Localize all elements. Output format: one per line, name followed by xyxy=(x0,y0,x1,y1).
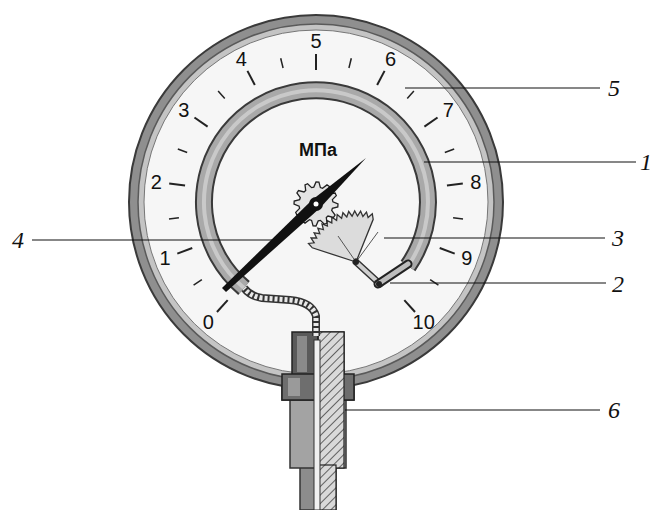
scale-number: 0 xyxy=(203,312,214,332)
scale-tick xyxy=(178,149,187,153)
scale-tick xyxy=(377,71,384,85)
scale-number: 10 xyxy=(413,312,435,332)
scale-tick xyxy=(404,300,415,312)
bourdon-tube xyxy=(204,90,428,336)
scale-number: 9 xyxy=(461,248,472,268)
callout-number: 5 xyxy=(608,76,620,100)
scale-number: 2 xyxy=(151,172,162,192)
scale-tick xyxy=(169,218,179,219)
scale-tick xyxy=(169,183,185,185)
gear-mechanism xyxy=(294,182,408,287)
leader-lines xyxy=(32,88,636,410)
scale-tick xyxy=(349,58,351,68)
gauge-case xyxy=(129,15,503,389)
scale-tick xyxy=(194,280,202,286)
scale-tick xyxy=(440,248,455,254)
scale-tick xyxy=(315,54,317,70)
callout-number: 1 xyxy=(640,150,652,174)
scale-number: 8 xyxy=(470,172,481,192)
dial-face xyxy=(144,30,488,374)
scale-number: 5 xyxy=(310,31,321,51)
scale-number: 1 xyxy=(160,248,171,268)
scale-number: 7 xyxy=(443,100,454,120)
gauge-bezel xyxy=(138,24,494,380)
scale-tick xyxy=(218,91,225,99)
scale-tick xyxy=(453,218,463,219)
scale-ticks xyxy=(169,54,463,312)
callout-number: 3 xyxy=(612,226,624,250)
callout-number: 4 xyxy=(12,228,24,252)
scale-tick xyxy=(407,91,414,99)
scale-tick xyxy=(430,280,438,286)
callout-number: 2 xyxy=(612,272,624,296)
scale-number: 3 xyxy=(178,100,189,120)
scale-tick xyxy=(445,149,454,153)
scale-tick xyxy=(424,118,437,127)
scale-tick xyxy=(281,58,283,68)
scale-tick xyxy=(177,248,192,254)
scale-tick xyxy=(194,118,207,127)
scale-tick xyxy=(217,300,228,312)
scale-tick xyxy=(447,183,463,185)
pointer xyxy=(222,158,366,292)
scale-number: 6 xyxy=(385,49,396,69)
unit-label: МПа xyxy=(299,141,337,159)
callout-number: 6 xyxy=(608,398,620,422)
scale-tick xyxy=(247,71,254,85)
socket-upper xyxy=(282,332,354,510)
scale-number: 4 xyxy=(236,49,247,69)
